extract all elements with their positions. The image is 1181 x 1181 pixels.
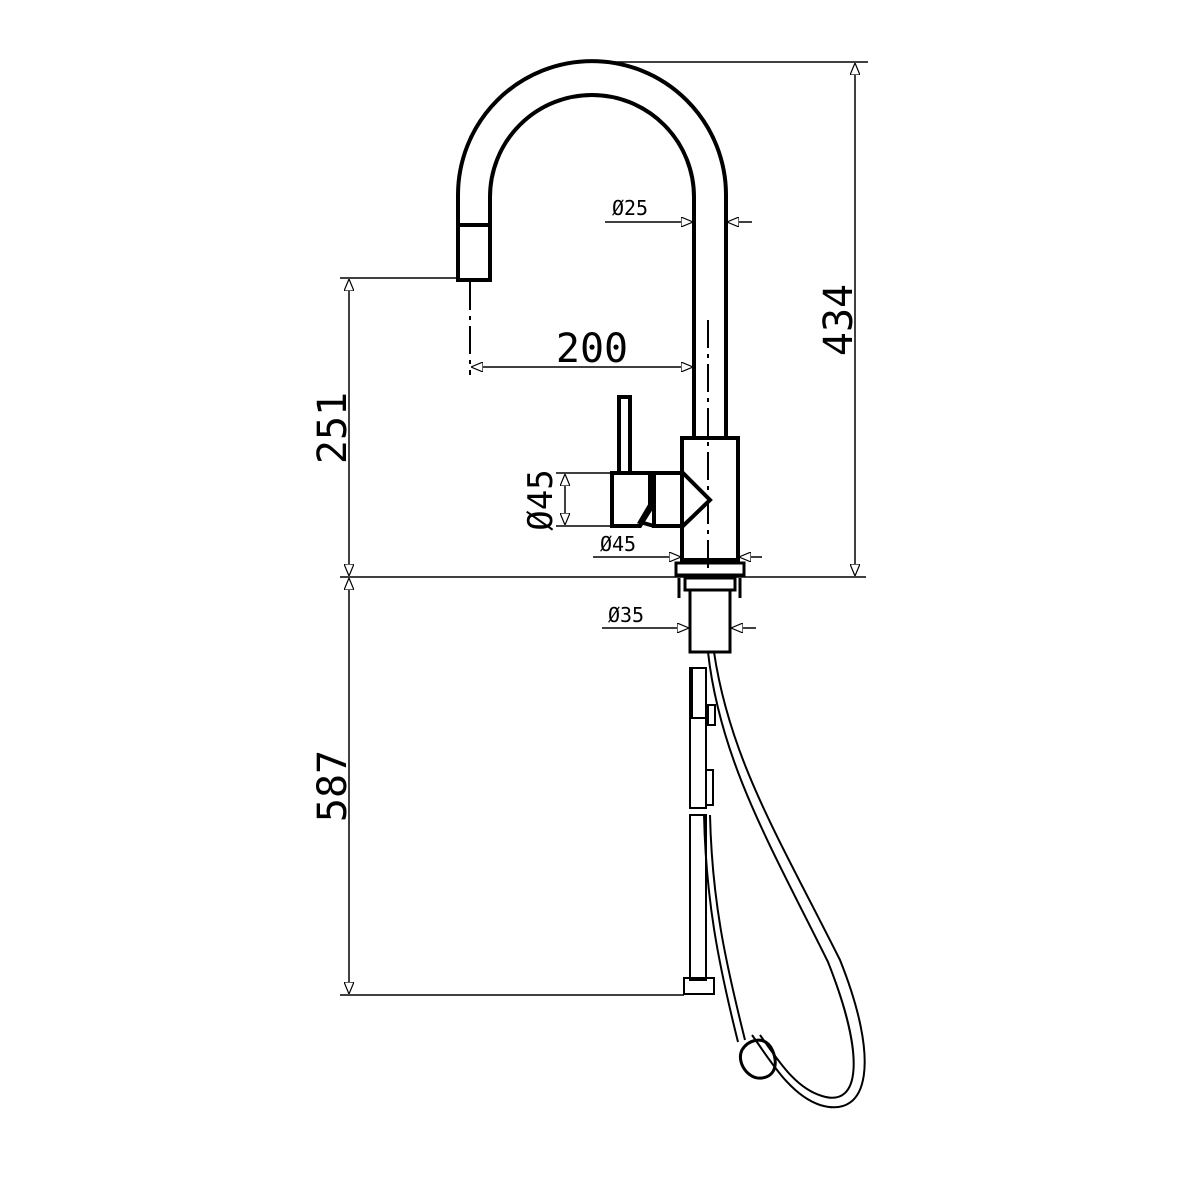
pullout-hose-outer: [713, 651, 866, 1109]
spout-tip: [456, 223, 492, 282]
dim-body-diameter: Ø45: [600, 532, 636, 556]
spout-outer: [456, 59, 728, 438]
handle-block: [610, 471, 652, 528]
dimension-lines: [340, 61, 868, 996]
center-lines: [469, 282, 709, 578]
hose-nut: [683, 977, 715, 995]
dim-spout-height: 251: [310, 392, 356, 464]
supply-hose-lower: [689, 814, 707, 981]
lever-handle: [617, 395, 632, 475]
handle-wedge: [636, 503, 655, 528]
base-ring: [674, 561, 746, 577]
base-washer: [683, 576, 737, 592]
handle-cone: [652, 471, 713, 528]
dim-total-height: 434: [816, 284, 862, 356]
faucet-outline: [456, 59, 740, 562]
dim-spout-reach: 200: [556, 326, 628, 372]
spout-inner: [488, 93, 696, 438]
base-assembly: [674, 561, 746, 654]
dim-handle-diameter: Ø45: [521, 469, 561, 530]
hose-return: [709, 814, 746, 1041]
shank: [688, 588, 732, 654]
hoses: [683, 651, 866, 1109]
hose-weight: [739, 1038, 777, 1080]
faucet-body: [680, 436, 740, 562]
dim-shank-diameter: Ø35: [608, 603, 644, 627]
dim-below-deck: 587: [310, 750, 356, 822]
pullout-hose-inner: [707, 651, 855, 1099]
dim-spout-diameter: Ø25: [612, 196, 648, 220]
